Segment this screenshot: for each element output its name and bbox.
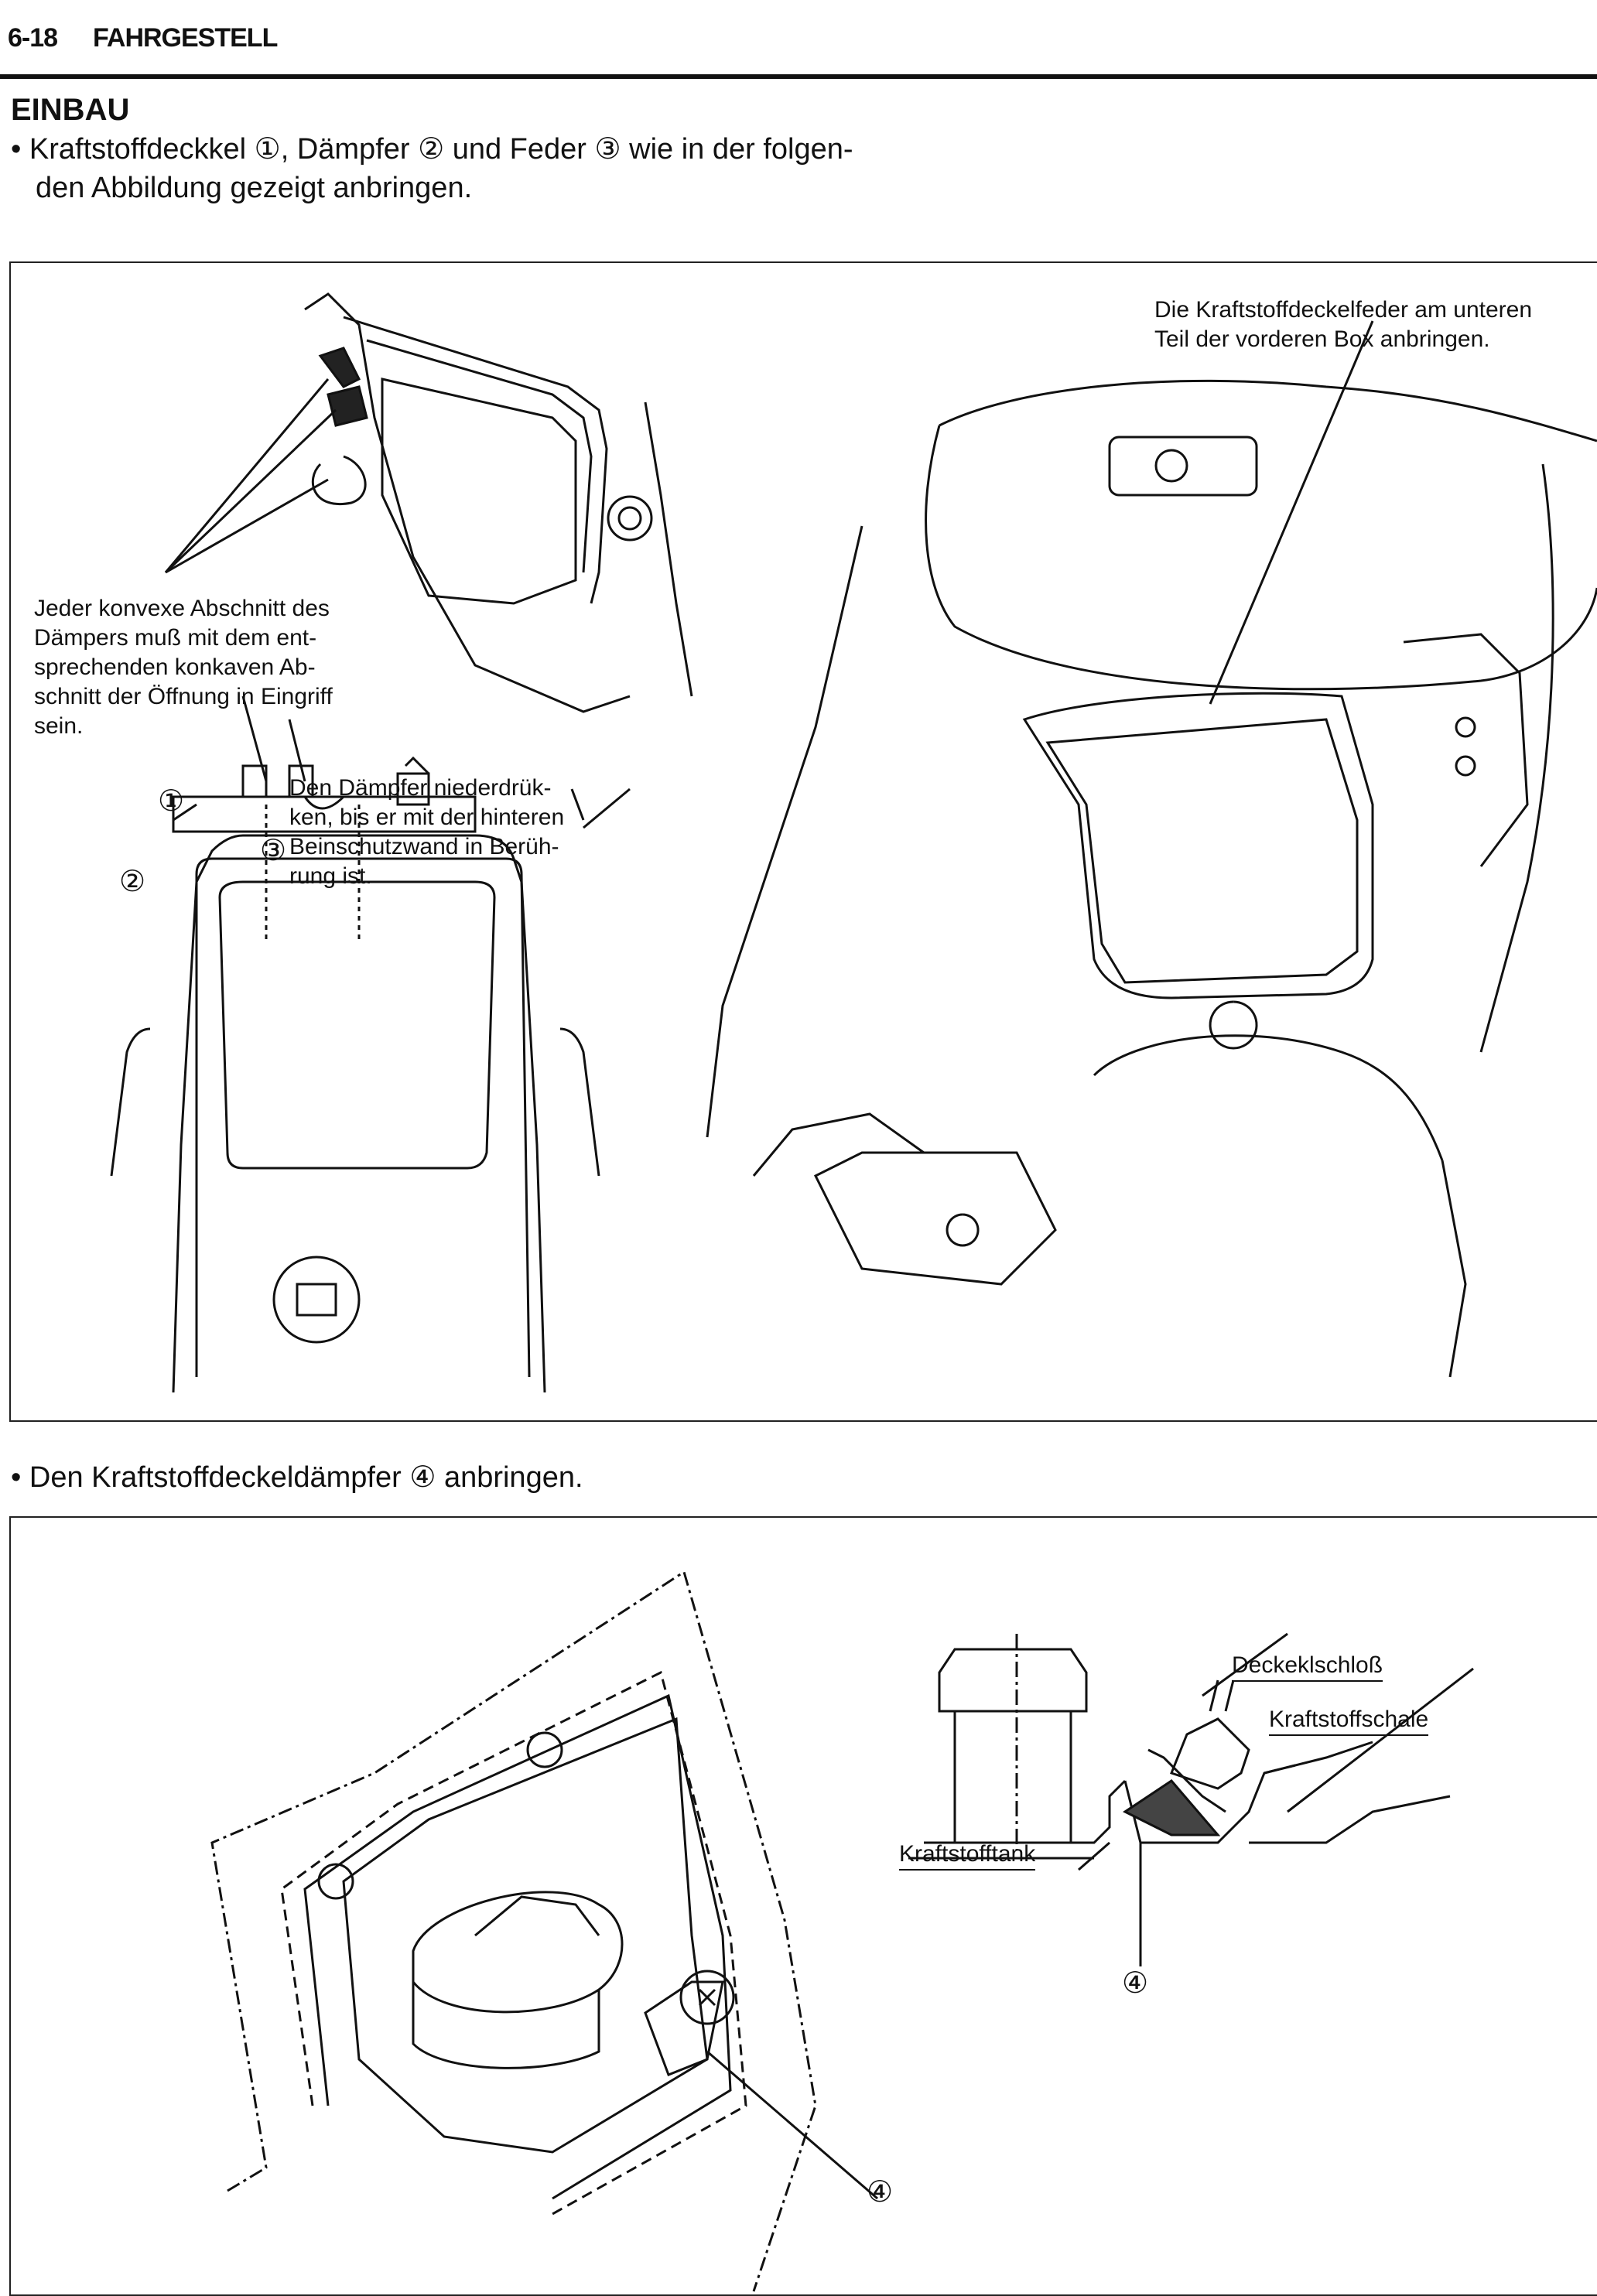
figure-2-drawing (210, 1570, 1474, 2292)
page-number: 6-18 (8, 23, 58, 53)
page-header: 6-18 FAHRGESTELL (0, 23, 1597, 79)
convex-note-line-4: schnitt der Öffnung in Eingriff (34, 684, 333, 709)
callout-4-tray: ④ (867, 2176, 894, 2209)
label-fuel-tank: Kraftstofftank (899, 1840, 1036, 1871)
press-note-line-2: ken, bis er mit der hinteren (289, 805, 565, 830)
convex-note-line-3: sprechenden konkaven Ab- (34, 654, 316, 680)
press-note-line-1: Den Dämpfer niederdrük- (289, 775, 552, 801)
convex-note-line-5: sein. (34, 713, 84, 739)
convex-note-line-1: Jeder konvexe Abschnitt des (34, 596, 330, 621)
press-note-line-3: Beinschutzwand in Berüh- (289, 834, 559, 859)
callout-3: ③ (260, 835, 287, 867)
bullet-marker-2: • (11, 1461, 22, 1494)
callout-4-section: ④ (1122, 1967, 1149, 2000)
figure-1: Die Kraftstoffdeckelfeder am unteren Tei… (9, 261, 1597, 1422)
figure-2: Deckeklschloß Kraftstoffschale Kraftstof… (9, 1516, 1597, 2296)
spring-note-line-1: Die Kraftstoffdeckelfeder am unteren (1154, 297, 1533, 323)
step-2: • Den Kraftstoffdeckeldämpfer ④ anbringe… (11, 1458, 583, 1497)
figure-1-drawing (110, 292, 1597, 1393)
callout-2: ② (119, 866, 146, 898)
header-rule (0, 74, 1597, 79)
section-heading: EINBAU (11, 93, 130, 127)
chapter-title: FAHRGESTELL (93, 23, 278, 53)
spring-note-line-2: Teil der vorderen Box anbringen. (1154, 326, 1490, 352)
label-fuel-tray: Kraftstoffschale (1269, 1705, 1429, 1736)
bullet-marker: • (11, 133, 22, 166)
step-1: • Kraftstoffdeckkel ①, Dämpfer ② und Fed… (11, 130, 1063, 207)
callout-1: ① (158, 785, 185, 818)
step-2-text: Den Kraftstoffdeckeldämpfer ④ anbringen. (29, 1461, 583, 1494)
step-1-line-1: Kraftstoffdeckkel ①, Dämpfer ② und Feder… (29, 133, 853, 166)
convex-note-line-2: Dämpers muß mit dem ent- (34, 625, 317, 651)
step-1-line-2: den Abbildung gezeigt anbringen. (36, 172, 473, 204)
press-note-line-4: rung ist. (289, 863, 372, 889)
label-lock: Deckeklschloß (1232, 1651, 1383, 1682)
